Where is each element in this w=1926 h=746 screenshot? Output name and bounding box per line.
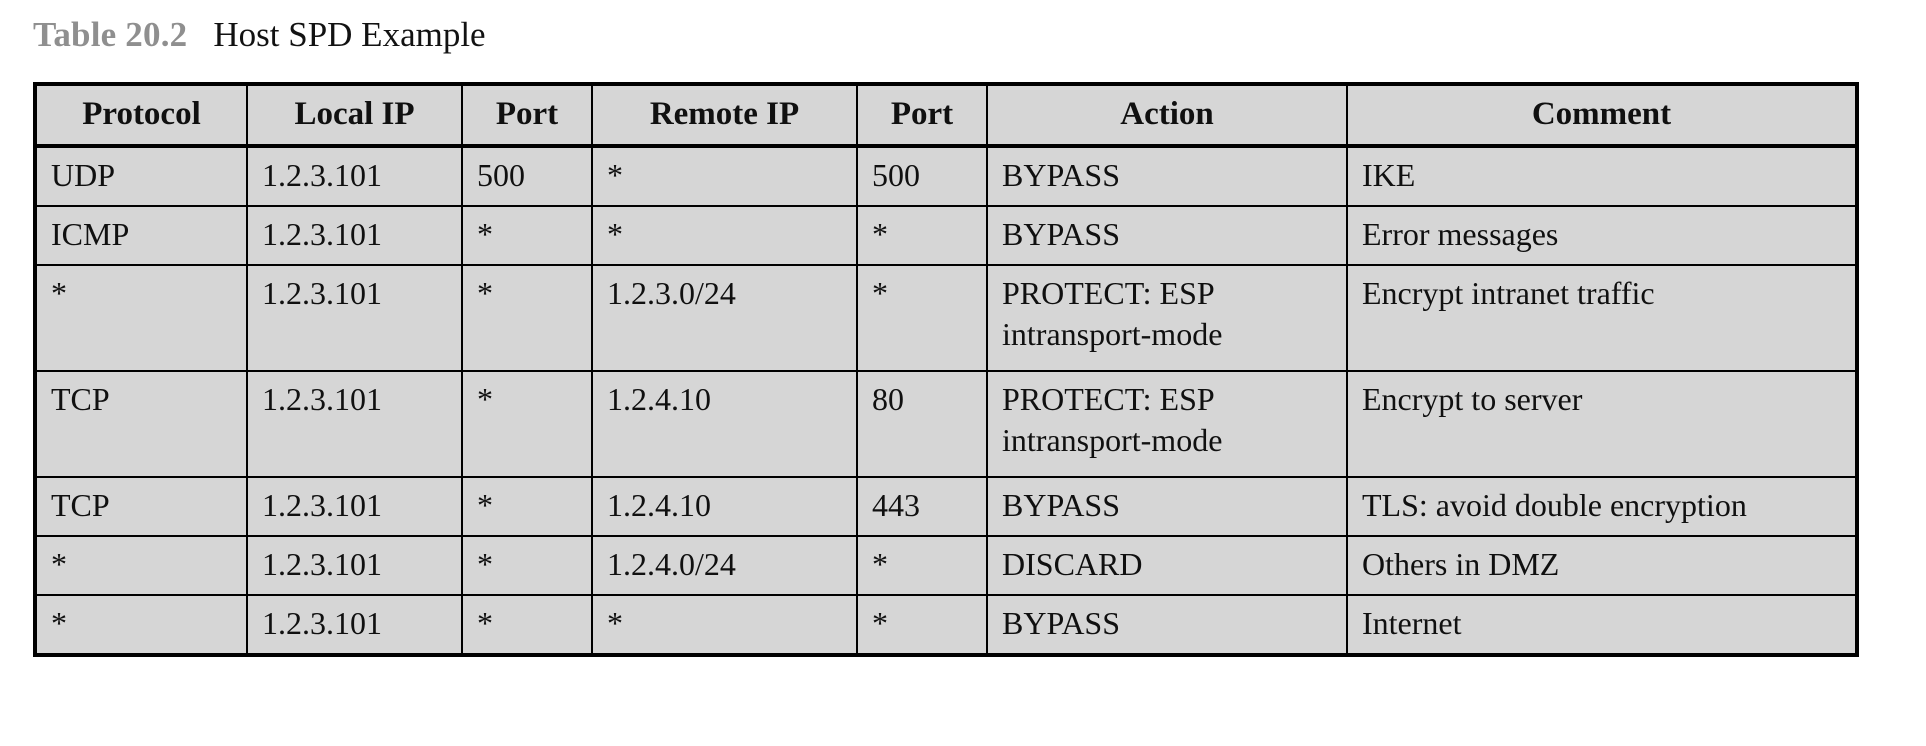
table-body: UDP 1.2.3.101 500 * 500 BYPASS IKE ICMP … [35,146,1857,655]
cell-remote-port: 80 [857,371,988,478]
cell-local-port: * [462,206,593,266]
cell-action: DISCARD [987,536,1348,596]
cell-protocol: * [35,595,248,655]
cell-remote-ip: 1.2.4.10 [592,477,858,537]
column-header-action: Action [987,84,1348,148]
cell-local-ip: 1.2.3.101 [247,595,463,655]
cell-action-text: BYPASS [1002,157,1121,193]
cell-action-text: PROTECT: ESP intransport-mode [1002,381,1223,458]
cell-comment: Internet [1347,595,1857,655]
table-header: Protocol Local IP Port Remote IP Port Ac… [35,84,1857,148]
cell-action: PROTECT: ESP intransport-mode [987,371,1348,478]
cell-remote-ip: * [592,146,858,207]
cell-local-port: 500 [462,146,593,207]
cell-local-port: * [462,477,593,537]
column-header-local-ip: Local IP [247,84,463,148]
cell-protocol: ICMP [35,206,248,266]
cell-action: BYPASS [987,477,1348,537]
cell-local-ip: 1.2.3.101 [247,371,463,478]
column-header-protocol: Protocol [35,84,248,148]
table-row: * 1.2.3.101 * 1.2.3.0/24 * PROTECT: ESP … [35,265,1857,372]
cell-local-ip: 1.2.3.101 [247,477,463,537]
table-caption-title: Host SPD Example [213,15,486,54]
cell-protocol: * [35,536,248,596]
cell-comment: Error messages [1347,206,1857,266]
cell-action: BYPASS [987,206,1348,266]
cell-protocol: TCP [35,371,248,478]
cell-action-text: BYPASS [1002,216,1121,252]
cell-remote-ip: 1.2.4.0/24 [592,536,858,596]
table-row: TCP 1.2.3.101 * 1.2.4.10 443 BYPASS TLS:… [35,477,1857,537]
cell-local-port: * [462,265,593,372]
cell-remote-port: * [857,265,988,372]
cell-action: BYPASS [987,595,1348,655]
column-header-remote-port: Port [857,84,988,148]
cell-remote-port: * [857,595,988,655]
table-row: * 1.2.3.101 * * * BYPASS Internet [35,595,1857,655]
cell-comment: Encrypt to server [1347,371,1857,478]
cell-remote-port: 443 [857,477,988,537]
column-header-remote-ip: Remote IP [592,84,858,148]
spd-table-container: Protocol Local IP Port Remote IP Port Ac… [33,82,1859,657]
table-header-row: Protocol Local IP Port Remote IP Port Ac… [35,84,1857,148]
cell-local-port: * [462,371,593,478]
cell-action-text: DISCARD [1002,546,1143,582]
cell-protocol: UDP [35,146,248,207]
column-header-local-port: Port [462,84,593,148]
cell-local-ip: 1.2.3.101 [247,146,463,207]
cell-local-ip: 1.2.3.101 [247,536,463,596]
cell-action-text: BYPASS [1002,605,1121,641]
column-header-comment: Comment [1347,84,1857,148]
cell-action: BYPASS [987,146,1348,207]
cell-comment: TLS: avoid double encryption [1347,477,1857,537]
cell-comment: IKE [1347,146,1857,207]
cell-local-port: * [462,536,593,596]
table-row: * 1.2.3.101 * 1.2.4.0/24 * DISCARD Other… [35,536,1857,596]
cell-local-ip: 1.2.3.101 [247,265,463,372]
cell-action-text: PROTECT: ESP intransport-mode [1002,275,1223,352]
cell-action-text: BYPASS [1002,487,1121,523]
cell-remote-ip: * [592,206,858,266]
cell-protocol: TCP [35,477,248,537]
cell-action: PROTECT: ESP intransport-mode [987,265,1348,372]
cell-remote-ip: 1.2.4.10 [592,371,858,478]
cell-comment: Encrypt intranet traffic [1347,265,1857,372]
cell-remote-port: 500 [857,146,988,207]
host-spd-table: Protocol Local IP Port Remote IP Port Ac… [33,82,1859,657]
cell-local-port: * [462,595,593,655]
table-row: TCP 1.2.3.101 * 1.2.4.10 80 PROTECT: ESP… [35,371,1857,478]
cell-remote-port: * [857,206,988,266]
cell-remote-ip: * [592,595,858,655]
table-caption-label: Table 20.2 [33,15,188,54]
cell-protocol: * [35,265,248,372]
cell-comment: Others in DMZ [1347,536,1857,596]
cell-local-ip: 1.2.3.101 [247,206,463,266]
table-row: UDP 1.2.3.101 500 * 500 BYPASS IKE [35,146,1857,207]
table-caption: Table 20.2 Host SPD Example [33,13,486,57]
table-row: ICMP 1.2.3.101 * * * BYPASS Error messag… [35,206,1857,266]
cell-remote-ip: 1.2.3.0/24 [592,265,858,372]
cell-remote-port: * [857,536,988,596]
